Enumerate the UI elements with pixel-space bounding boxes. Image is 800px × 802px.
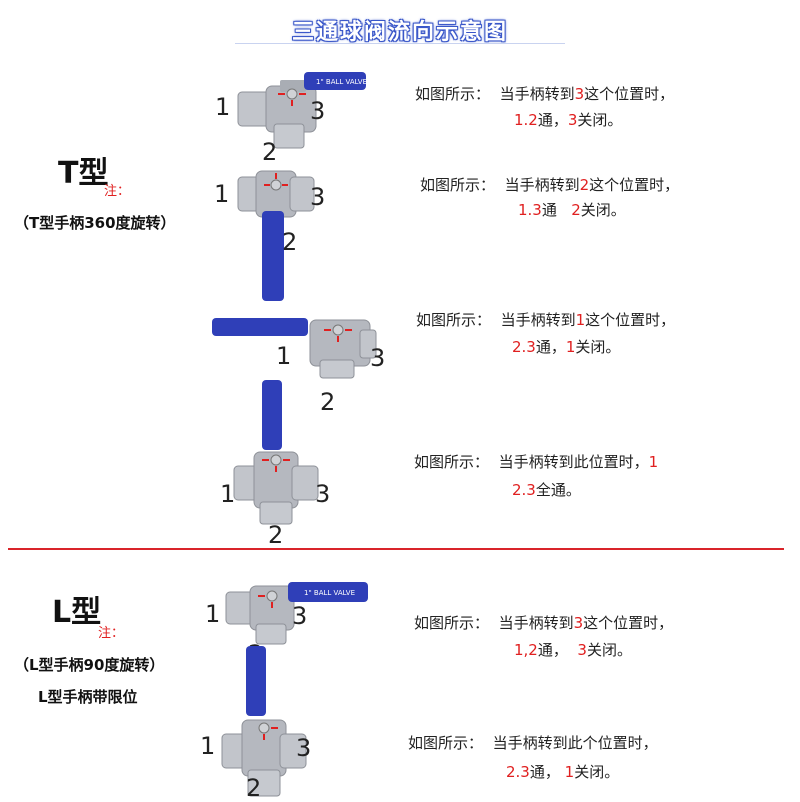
port-2-label: 2: [262, 138, 278, 166]
description-3-line-2: 2.3通，1关闭。: [512, 338, 621, 356]
valve-label-5: 1" BALL VALVE: [304, 589, 355, 597]
valve-photo-6: [221, 646, 307, 797]
port-3-label: 3: [370, 344, 386, 372]
description-5-line-1: 如图所示： 当手柄转到3这个位置时，: [414, 614, 674, 632]
port-3-label: 3: [292, 602, 308, 630]
port-1-label: 1: [214, 180, 230, 208]
port-1-label: 1: [276, 342, 292, 370]
l-type-limit-note: L型手柄带限位: [38, 688, 138, 706]
port-2-label: 2: [282, 228, 298, 256]
l-type-note: 注：: [98, 626, 125, 641]
port-2-label: 2: [320, 388, 336, 416]
port-3-label: 3: [315, 480, 331, 508]
valve-photo-2: [237, 170, 315, 301]
valve-photo-4: [233, 380, 319, 525]
port-3-label: 3: [310, 97, 326, 125]
port-1-label: 1: [200, 732, 216, 760]
t-type-rotation-note: （T型手柄360度旋转）: [14, 214, 176, 232]
port-2-label: 2: [268, 521, 284, 549]
title-underline: [235, 43, 565, 44]
description-5-line-2: 1,2通， 3关闭。: [514, 641, 632, 659]
description-2-line-1: 如图所示： 当手柄转到2这个位置时，: [420, 176, 680, 194]
valve-photo-3: [212, 318, 377, 379]
description-1-line-2: 1.2通，3关闭。: [514, 111, 623, 129]
l-type-rotation-note: （L型手柄90度旋转）: [14, 656, 165, 674]
port-1-label: 1: [215, 93, 231, 121]
port-3-label: 3: [296, 734, 312, 762]
valve-label-1: 1" BALL VALVE: [316, 78, 367, 86]
port-1-label: 1: [220, 480, 236, 508]
port-3-label: 3: [310, 183, 326, 211]
description-6-line-1: 如图所示： 当手柄转到此个位置时，: [408, 734, 658, 752]
diagram-title: 三通球阀流向示意图: [291, 20, 508, 45]
valve-photo-5: 1" BALL VALVE: [225, 582, 368, 645]
t-type-note: 注：: [104, 184, 131, 199]
description-2-line-2: 1.3通 2关闭。: [518, 201, 626, 219]
section-divider: [8, 548, 784, 550]
description-4-line-1: 如图所示： 当手柄转到此位置时，1: [414, 453, 659, 471]
l-type-heading: L型: [52, 595, 102, 630]
description-3-line-1: 如图所示： 当手柄转到1这个位置时，: [416, 311, 676, 329]
description-1-line-1: 如图所示： 当手柄转到3这个位置时，: [415, 85, 675, 103]
description-4-line-2: 2.3全通。: [512, 481, 581, 499]
description-6-line-2: 2.3通， 1关闭。: [506, 763, 620, 781]
t-type-heading: T型: [58, 156, 109, 191]
port-2-label: 2: [246, 774, 262, 802]
port-1-label: 1: [205, 600, 221, 628]
valve-photo-1: 1" BALL VALVE: [237, 72, 367, 149]
